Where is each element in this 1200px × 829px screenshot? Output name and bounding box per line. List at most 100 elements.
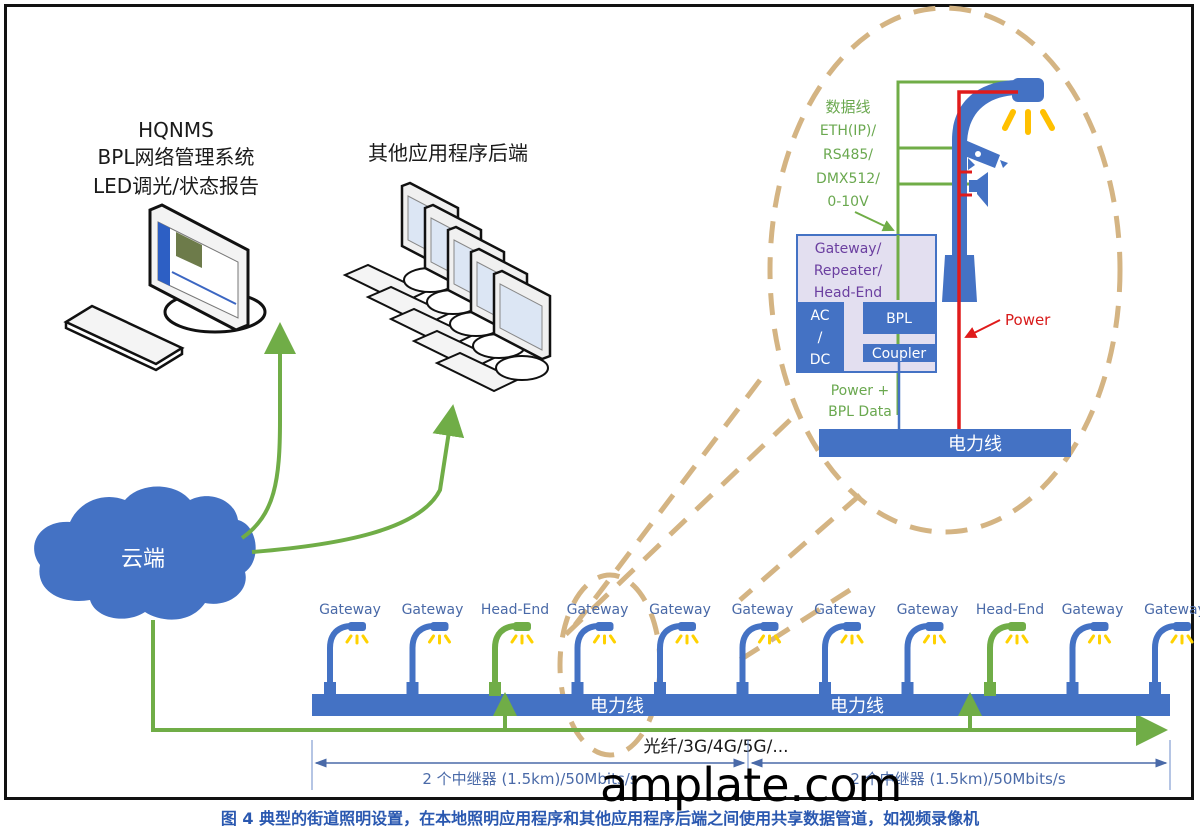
pole-label: Gateway: [649, 602, 711, 618]
pole-base: [1149, 682, 1161, 696]
cone-line: [558, 418, 792, 642]
light-ray: [675, 634, 683, 644]
dataline-item: ETH(IP)/: [820, 123, 876, 139]
light-ray: [361, 634, 369, 644]
gateway-label: Head-End: [814, 285, 882, 301]
pole-arm: [904, 623, 930, 684]
acdc-label: DC: [810, 352, 831, 368]
bpl-block: [863, 302, 936, 334]
server-workstation: [434, 269, 552, 393]
pole-label: Gateway: [897, 602, 959, 618]
lamp-head: [348, 622, 366, 631]
cloud: 云端: [34, 486, 256, 620]
pole-arm: [987, 623, 1013, 684]
pole-label: Head-End: [481, 602, 549, 618]
gateway-label: Gateway/: [815, 241, 882, 257]
pole-base: [901, 682, 914, 696]
cloud-links: [151, 322, 1168, 746]
link-cloud-backhaul: [151, 620, 1168, 746]
light-ray: [1088, 634, 1095, 644]
pole-label: Gateway: [1144, 602, 1200, 618]
watermark: amplate.com: [600, 758, 903, 812]
light-ray: [345, 634, 353, 644]
pole-base: [406, 682, 419, 696]
light-ray: [840, 634, 848, 644]
pole-label: Gateway: [1062, 602, 1124, 618]
gateway-label: Repeater/: [814, 263, 883, 279]
light-ray: [609, 634, 616, 644]
pole-base: [819, 682, 831, 696]
acdc-block: [797, 302, 844, 372]
light-ray: [856, 634, 864, 644]
street-pole-gateway: Gateway: [567, 602, 628, 696]
street-pole-gateway: Gateway: [1144, 602, 1200, 696]
power-line: [957, 90, 1018, 432]
lamp-head: [1012, 78, 1044, 102]
figure-caption: 图 4 典型的街道照明设置，在本地照明应用程序和其他应用程序后端之间使用共享数据…: [220, 809, 980, 828]
light-ray: [774, 634, 781, 644]
lamp-head: [1008, 622, 1026, 631]
light-ray: [510, 634, 518, 644]
lamp-head: [1090, 622, 1109, 631]
cloud-label: 云端: [121, 547, 165, 572]
light-ray: [923, 634, 930, 644]
nms-subtitle-2: LED调光/状态报告: [93, 174, 259, 198]
pole-label: Gateway: [402, 602, 464, 618]
nms-subtitle: BPL网络管理系统: [98, 145, 255, 169]
lamp-head: [430, 622, 449, 631]
pole-base: [571, 682, 584, 696]
lamp-head: [925, 622, 944, 631]
pole-base: [489, 682, 501, 696]
light-ray: [1186, 634, 1194, 644]
street-pole-headend: Head-End: [976, 602, 1044, 696]
pole-arm: [574, 623, 600, 684]
power-bpl-label: Power +: [831, 383, 890, 399]
coupler-label: Coupler: [872, 346, 927, 362]
light-ray: [1104, 634, 1111, 644]
pole-arm: [492, 623, 518, 684]
segment-label-right: 2 个中继器 (1.5km)/50Mbits/s: [850, 770, 1065, 788]
pole-base: [736, 682, 749, 696]
pole-detail: 数据线 ETH(IP)/ RS485/ DMX512/ 0-10V Gatewa…: [796, 78, 1071, 457]
lamp-head: [678, 622, 696, 631]
street-pole-gateway: Gateway: [649, 602, 711, 696]
power-label: Power: [1005, 311, 1051, 329]
speaker-icon: [969, 172, 988, 207]
pole-base: [1066, 682, 1079, 696]
street-pole-gateway: Gateway: [732, 602, 794, 696]
street-pole-headend: Head-End: [481, 602, 549, 696]
light-ray: [758, 634, 765, 644]
light-ray: [691, 634, 699, 644]
light-ray: [526, 634, 534, 644]
pole-arm: [409, 623, 435, 684]
segment-label-left: 2 个中继器 (1.5km)/50Mbits/s: [422, 770, 637, 788]
link-cloud-to-nms: [240, 322, 296, 540]
pole-base: [984, 682, 996, 696]
camera-icon: [962, 140, 1008, 170]
pole-label: Gateway: [732, 602, 794, 618]
cone-line: [738, 587, 852, 663]
dataline-title: 数据线: [825, 98, 870, 116]
acdc-label: AC: [810, 308, 829, 324]
cloud-icon: [34, 486, 256, 620]
nms-title: HQNMS: [138, 118, 214, 142]
nms-computer: HQNMS BPL网络管理系统 LED调光/状态报告: [63, 118, 267, 372]
pole-base: [324, 682, 336, 696]
backend-servers: 其他应用程序后端: [342, 141, 552, 393]
pole-label: Head-End: [976, 602, 1044, 618]
dataline-item: DMX512/: [816, 171, 880, 187]
backhaul-label: 光纤/3G/4G/5G/...: [643, 737, 788, 757]
backend-title: 其他应用程序后端: [368, 141, 528, 165]
pole-arm: [1152, 623, 1178, 684]
pole-arm: [327, 623, 353, 684]
light-rays: [1002, 109, 1055, 135]
light-ray: [1021, 634, 1029, 644]
lamp-head: [595, 622, 614, 631]
pole-arm: [657, 623, 683, 684]
lamp-head: [513, 622, 531, 631]
powerline-bar: [312, 694, 1170, 716]
link-cloud-to-backend: [251, 404, 465, 554]
street-row: Gateway Gateway Head-End Gateway Gateway Gate…: [311, 602, 1200, 790]
bpl-label: BPL: [886, 311, 912, 327]
